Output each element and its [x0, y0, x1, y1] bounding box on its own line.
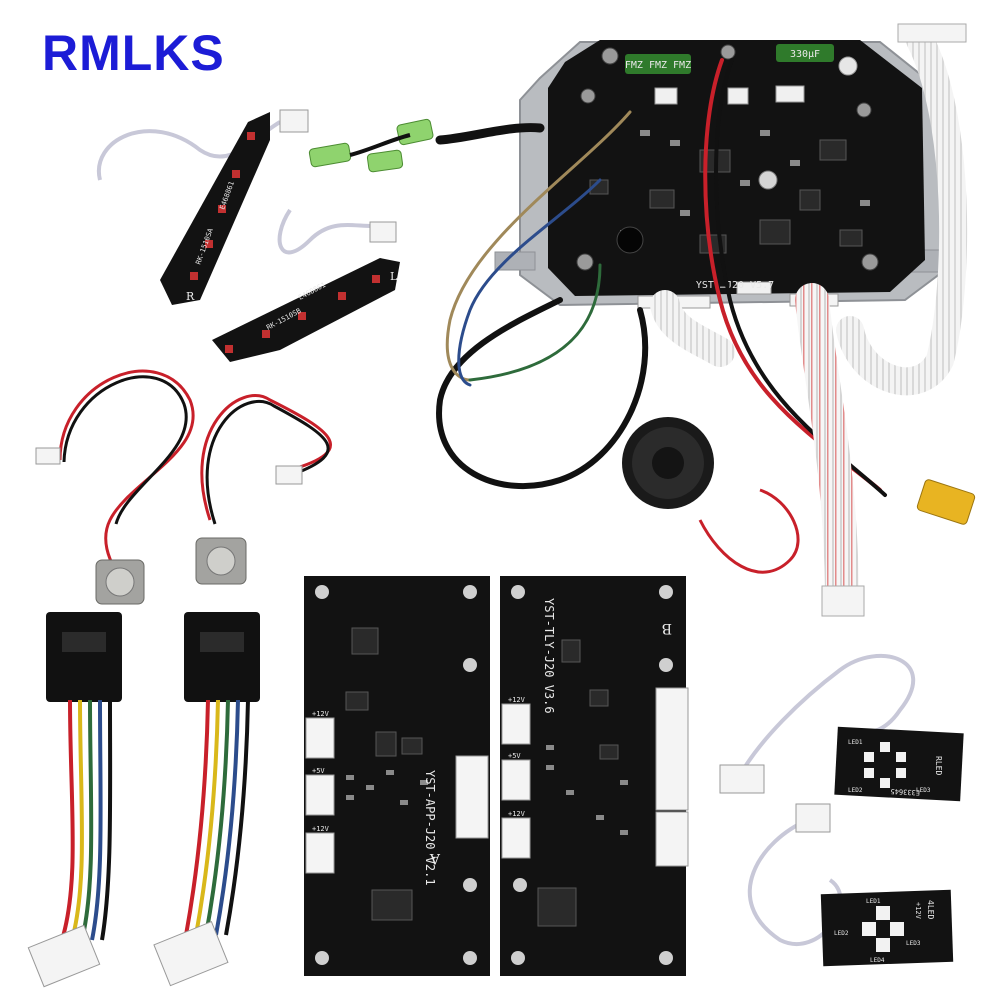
- led-ring-board: RLED E333645 LED1 LED2 LED3: [719, 654, 964, 802]
- led-board-voltage: +12V: [914, 902, 922, 920]
- main-controller-board: FMZ FMZ FMZ 330µF YST-…J20 V5.7: [494, 40, 951, 309]
- led-cross-board: 4LED +12V LED1 LED2 LED3 LED4: [747, 803, 954, 967]
- led-label: LED3: [916, 787, 931, 794]
- brand-logo: RMLKS: [42, 25, 225, 81]
- led-board-side-mark: L: [390, 270, 398, 283]
- charge-port-cable-right: [195, 394, 332, 585]
- sensor-board-pin-label: +12V: [312, 710, 330, 718]
- led-label: LED2: [834, 930, 849, 937]
- capacitor-label: FMZ FMZ FMZ: [625, 60, 691, 71]
- sensor-board-model-label: YST-APP-J20 V2.1: [423, 770, 437, 886]
- bullet-connectors: [308, 118, 434, 173]
- sensor-board-b: YST-TLY-J20 V3.6 B +12V +5V +12V: [500, 576, 689, 976]
- led-label: LED1: [866, 898, 881, 905]
- led-board-code: E333645: [890, 787, 920, 797]
- xt60-connector: [916, 479, 976, 525]
- led-board-left: R RK-1510SA E468861: [96, 109, 309, 305]
- led-board-right: L RK-1510SB E468861: [212, 208, 400, 362]
- ribbon-connector: [897, 23, 967, 43]
- led-label: LED4: [870, 957, 885, 964]
- sensor-board-a: YST-APP-J20 V2.1 A +12V +5V +12V: [304, 576, 490, 976]
- sensor-board-pin-label: +12V: [508, 696, 526, 704]
- main-board-cables: [435, 26, 968, 607]
- sensor-board-pin-label: +5V: [312, 767, 325, 775]
- sensor-board-model-label: YST-TLY-J20 V3.6: [542, 598, 556, 714]
- led-label: LED1: [848, 739, 863, 746]
- hall-sensor-cable-right: [153, 612, 260, 987]
- ribbon-connector: [821, 585, 865, 617]
- sensor-board-pin-label: +12V: [312, 825, 330, 833]
- led-board-side-mark: R: [186, 290, 195, 303]
- led-label: LED3: [906, 940, 921, 947]
- hall-sensor-cable-left: [27, 612, 122, 988]
- sensor-board-pin-label: +12V: [508, 810, 526, 818]
- led-board-label: 4LED: [926, 900, 935, 919]
- sensor-board-letter: B: [662, 620, 672, 636]
- led-label: LED2: [848, 787, 863, 794]
- capacitor-value-label: 330µF: [790, 49, 820, 60]
- led-board-label: RLED: [934, 756, 943, 775]
- speaker: [622, 417, 800, 574]
- sensor-board-letter: A: [429, 850, 441, 866]
- main-board-model-label: YST-…J20 V5.7: [696, 280, 774, 291]
- charge-port-cable-left: [35, 369, 195, 605]
- sensor-board-pin-label: +5V: [508, 752, 521, 760]
